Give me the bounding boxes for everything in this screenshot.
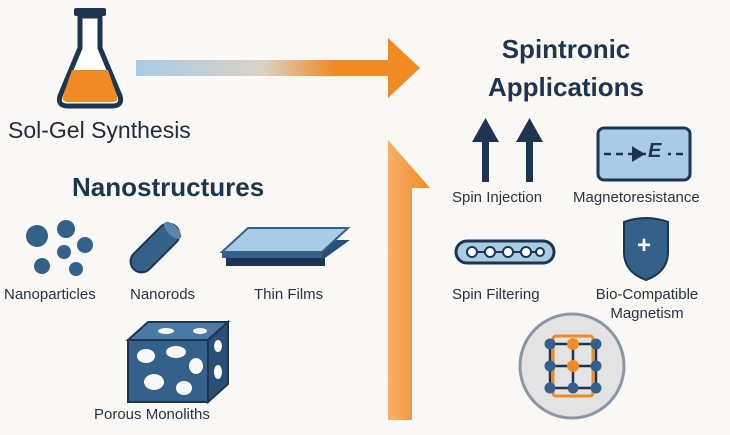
shield-plus-symbol: +	[637, 232, 652, 259]
applications-title-line1: Spintronic	[501, 34, 631, 64]
nanoparticles-label: Nanoparticles	[4, 286, 96, 303]
synthesis-label: Sol-Gel Synthesis	[8, 117, 191, 143]
nanostructures-title: Nanostructures	[72, 172, 265, 202]
magnetoresistance-label: Magnetoresistance	[573, 189, 700, 206]
shield-plus-icon	[623, 217, 669, 282]
chain-icon	[454, 239, 556, 265]
nanorods-label: Nanorods	[130, 286, 196, 303]
flow-arrow-horizontal	[136, 38, 420, 98]
nanoparticles-icon	[26, 220, 93, 276]
spin-injection-label: Spin Injection	[452, 189, 543, 206]
lattice-icon	[518, 312, 626, 420]
bio-compatible-label-line1: Bio-Compatible	[595, 286, 699, 303]
up-arrows-icon	[472, 118, 543, 182]
thin-films-label: Thin Films	[254, 286, 324, 303]
flask-icon	[56, 8, 124, 109]
bio-compatible-label-line2: Magnetism	[610, 305, 684, 322]
thin-films-icon	[219, 227, 351, 266]
applications-title-line2: Applications	[487, 72, 645, 102]
porous-monoliths-label: Porous Monoliths	[94, 406, 210, 423]
field-arrow-icon	[596, 126, 692, 182]
spin-filtering-label: Spin Filtering	[452, 286, 540, 303]
field-symbol: E	[648, 140, 662, 162]
porous-monolith-icon	[125, 319, 231, 405]
nanorod-icon	[129, 221, 182, 274]
flow-arrow-vertical	[388, 140, 430, 420]
